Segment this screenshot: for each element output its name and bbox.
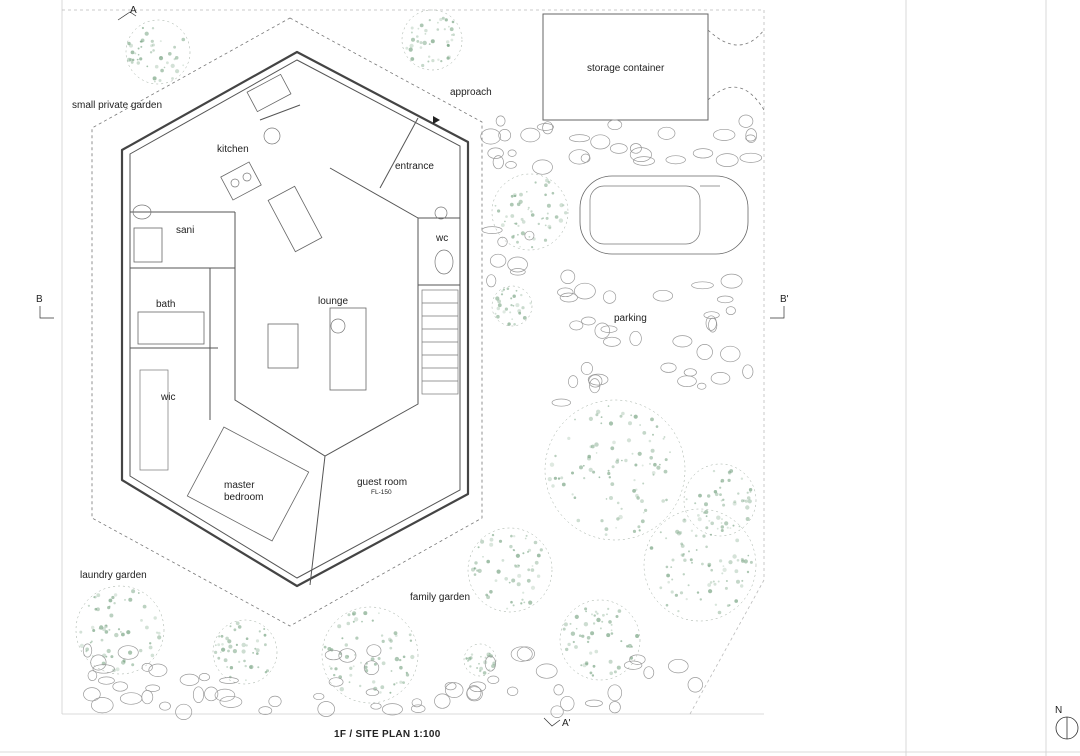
label-family-garden: family garden <box>410 592 470 603</box>
furniture <box>132 73 454 542</box>
label-approach: approach <box>450 87 492 98</box>
label-bath: bath <box>156 299 175 310</box>
label-master-bedroom-line2: bedroom <box>224 492 263 503</box>
section-marker-b-right: B' <box>770 294 789 319</box>
stepping-stones <box>82 114 763 720</box>
section-label-b: B <box>36 294 43 305</box>
north-arrow-icon: N <box>1055 705 1079 740</box>
storage-container <box>542 13 765 121</box>
label-storage-container: storage container <box>587 63 665 74</box>
north-label: N <box>1055 705 1062 716</box>
staircase <box>421 289 459 395</box>
label-guest-room-level: FL-150 <box>371 489 392 496</box>
section-marker-b-left: B <box>36 294 54 319</box>
section-label-a: A <box>130 5 137 16</box>
entry-arrow-icon <box>433 116 440 124</box>
label-sani: sani <box>176 225 194 236</box>
section-marker-a-bottom: A' <box>543 717 571 729</box>
drawing-title: 1F / SITE PLAN 1:100 <box>334 729 441 740</box>
label-kitchen: kitchen <box>217 144 249 155</box>
section-label-b-prime: B' <box>780 294 789 305</box>
label-small-private-garden: small private garden <box>72 100 162 111</box>
house-walls <box>120 50 470 588</box>
label-laundry-garden: laundry garden <box>80 570 147 581</box>
label-master-bedroom-line1: master <box>224 480 255 491</box>
section-marker-a-top: A <box>117 5 137 21</box>
label-wic: wic <box>160 392 175 403</box>
label-lounge: lounge <box>318 296 348 307</box>
roof-outline <box>91 17 483 627</box>
vegetation <box>75 9 757 704</box>
car <box>579 175 749 255</box>
label-entrance: entrance <box>395 161 434 172</box>
label-wc: wc <box>435 233 448 244</box>
label-guest-room: guest room <box>357 477 407 488</box>
label-parking: parking <box>614 313 647 324</box>
section-label-a-prime: A' <box>562 718 571 729</box>
